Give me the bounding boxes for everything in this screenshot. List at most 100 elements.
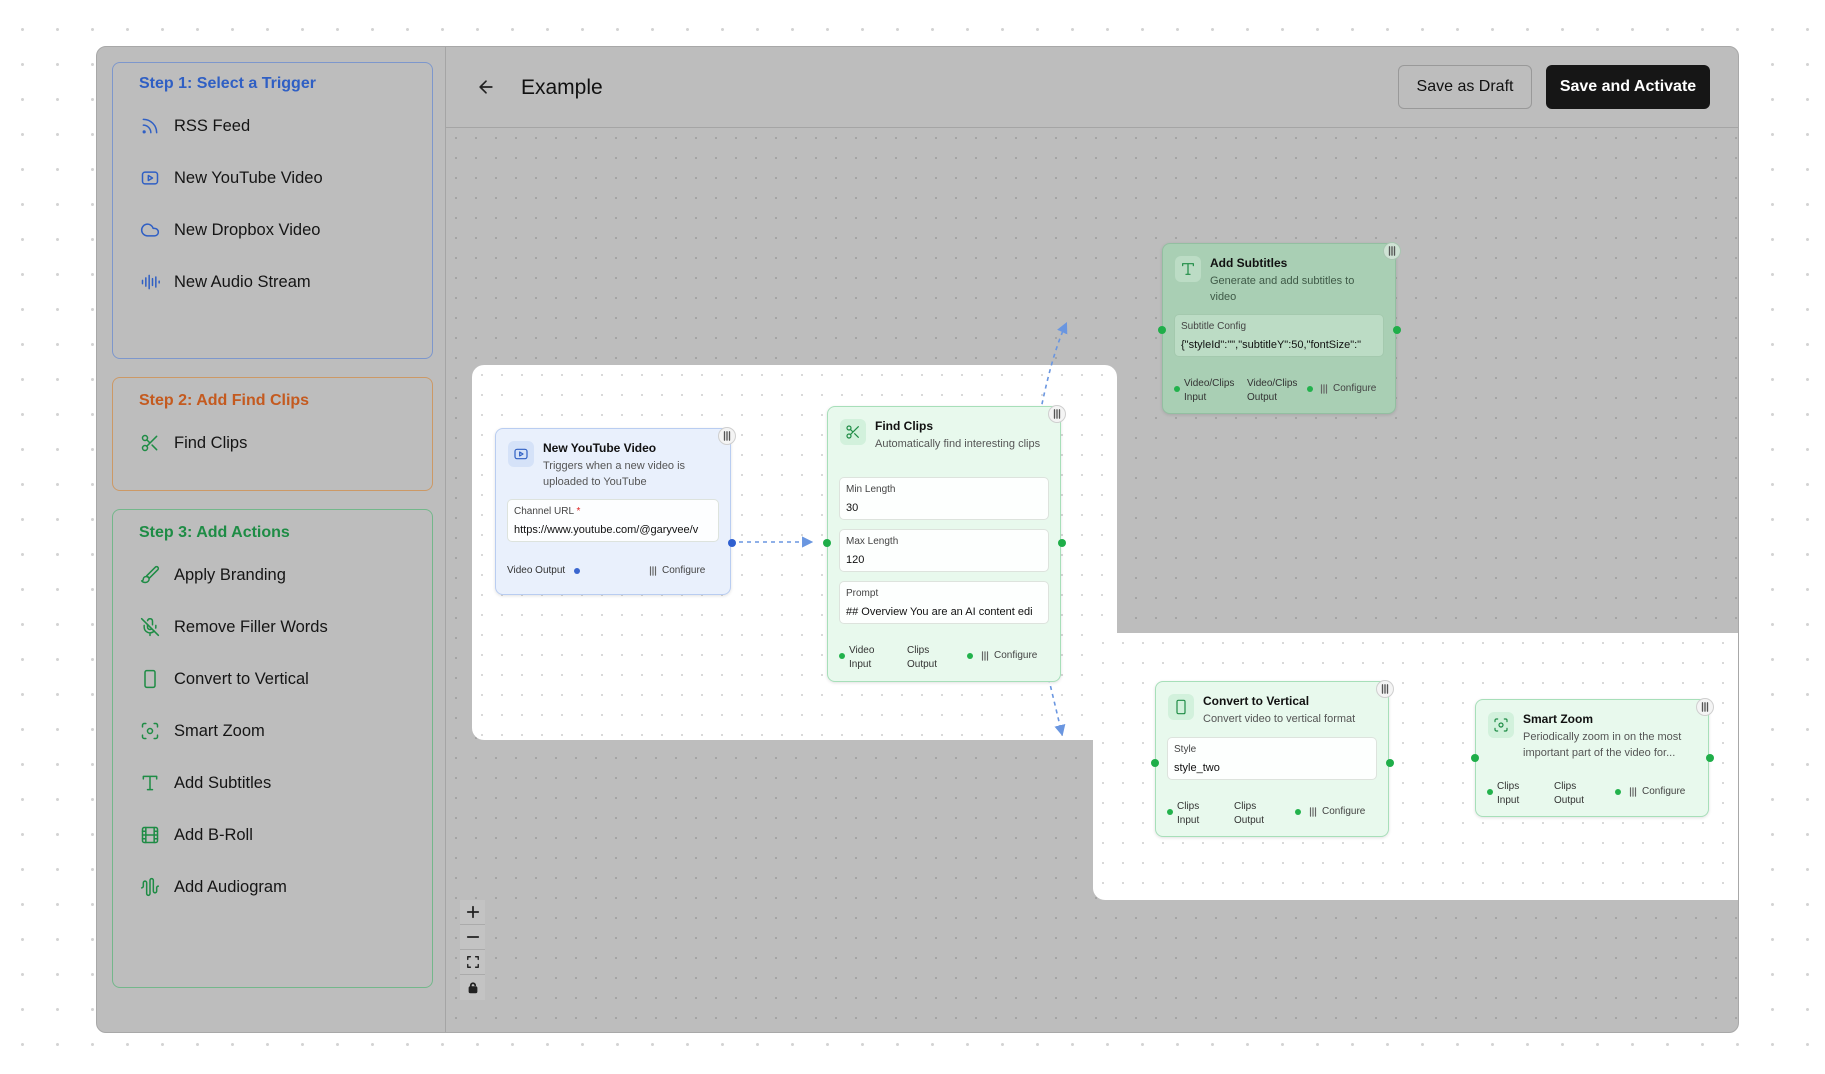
output-label: Clips Output bbox=[907, 645, 938, 670]
sidebar-item-add-b-roll[interactable]: Add B-Roll bbox=[139, 823, 253, 847]
settings-icon[interactable] bbox=[1376, 680, 1394, 698]
sidebar-item-add-audiogram[interactable]: Add Audiogram bbox=[139, 875, 287, 899]
save-draft-button[interactable]: Save as Draft bbox=[1398, 65, 1532, 109]
node-add-subtitles[interactable]: Add Subtitles Generate and add subtitles… bbox=[1158, 242, 1401, 414]
scissors-icon bbox=[840, 419, 866, 445]
output-dot bbox=[967, 653, 973, 659]
sidebar-item-label: New Dropbox Video bbox=[174, 220, 321, 239]
configure-label: Configure bbox=[994, 650, 1038, 661]
brush-icon bbox=[139, 564, 161, 586]
field-value: 30 bbox=[846, 502, 859, 514]
prompt-field[interactable]: Prompt ## Overview You are an AI content… bbox=[839, 581, 1049, 624]
sidebar-item-new-audio-stream[interactable]: New Audio Stream bbox=[139, 270, 311, 294]
configure-button[interactable]: Configure bbox=[1319, 383, 1376, 394]
sidebar-item-label: Find Clips bbox=[174, 433, 248, 452]
sidebar-item-label: Apply Branding bbox=[174, 565, 286, 584]
type-icon bbox=[1175, 256, 1201, 282]
rss-icon bbox=[139, 115, 161, 137]
field-label: Subtitle Config bbox=[1181, 321, 1247, 332]
field-label: Channel URL * bbox=[514, 506, 580, 517]
sidebar-item-add-subtitles[interactable]: Add Subtitles bbox=[139, 771, 271, 795]
field-value: https://www.youtube.com/@garyvee/v bbox=[514, 524, 699, 536]
fit-view-button[interactable] bbox=[460, 950, 485, 975]
output-handle[interactable] bbox=[1386, 759, 1394, 767]
style-field[interactable]: Style style_two bbox=[1167, 737, 1377, 780]
input-dot bbox=[1167, 809, 1173, 815]
sidebar-item-new-youtube-video[interactable]: New YouTube Video bbox=[139, 166, 323, 190]
output-handle[interactable] bbox=[1706, 754, 1714, 762]
node-description: Generate and add subtitles to video bbox=[1210, 275, 1355, 303]
zoom-out-button[interactable] bbox=[460, 925, 485, 950]
youtube-icon bbox=[508, 441, 534, 467]
step3-panel: Step 3: Add Actions Apply Branding Remov… bbox=[112, 509, 433, 988]
sidebar-item-label: Smart Zoom bbox=[174, 721, 265, 740]
node-convert-to-vertical[interactable]: Convert to Vertical Convert video to ver… bbox=[1151, 680, 1394, 837]
node-description: Automatically find interesting clips bbox=[875, 438, 1041, 450]
node-find-clips[interactable]: Find Clips Automatically find interestin… bbox=[823, 405, 1066, 682]
settings-icon[interactable] bbox=[1696, 698, 1714, 716]
node-title: Smart Zoom bbox=[1523, 712, 1594, 726]
focus-icon bbox=[139, 720, 161, 742]
cloud-icon bbox=[139, 219, 161, 241]
sidebar-item-convert-to-vertical[interactable]: Convert to Vertical bbox=[139, 667, 309, 691]
output-label: Clips Output bbox=[1554, 781, 1585, 806]
settings-icon[interactable] bbox=[1383, 242, 1401, 260]
sidebar-item-apply-branding[interactable]: Apply Branding bbox=[139, 563, 286, 587]
input-dot bbox=[839, 653, 845, 659]
input-handle[interactable] bbox=[823, 539, 831, 547]
sidebar-item-label: New YouTube Video bbox=[174, 168, 323, 187]
mic-off-icon bbox=[139, 616, 161, 638]
input-handle[interactable] bbox=[1471, 754, 1479, 762]
sliders-icon bbox=[1629, 786, 1637, 797]
configure-button[interactable]: Configure bbox=[1308, 806, 1365, 817]
sidebar-item-remove-filler-words[interactable]: Remove Filler Words bbox=[139, 615, 328, 639]
node-new-youtube-video[interactable]: New YouTube Video Triggers when a new vi… bbox=[495, 427, 736, 595]
zoom-in-button[interactable] bbox=[460, 900, 485, 925]
sidebar-item-label: New Audio Stream bbox=[174, 272, 311, 291]
node-description: Periodically zoom in on the most importa… bbox=[1523, 731, 1682, 759]
input-dot bbox=[1174, 386, 1180, 392]
configure-label: Configure bbox=[662, 565, 706, 576]
field-label: Min Length bbox=[846, 484, 896, 495]
sidebar-item-label: RSS Feed bbox=[174, 116, 251, 135]
node-description: Triggers when a new video is uploaded to… bbox=[543, 460, 686, 488]
input-label: Clips Input bbox=[1177, 801, 1200, 826]
lock-button[interactable] bbox=[460, 975, 485, 1000]
sidebar-item-new-dropbox-video[interactable]: New Dropbox Video bbox=[139, 218, 320, 242]
input-label: Clips Input bbox=[1497, 781, 1520, 806]
input-handle[interactable] bbox=[1158, 326, 1166, 334]
configure-label: Configure bbox=[1322, 806, 1366, 817]
field-value: {"styleId":"","subtitleY":50,"fontSize":… bbox=[1181, 339, 1362, 351]
max-length-field[interactable]: Max Length 120 bbox=[839, 529, 1049, 572]
node-title: Convert to Vertical bbox=[1203, 694, 1310, 708]
input-handle[interactable] bbox=[1151, 759, 1159, 767]
arrow-left-icon[interactable] bbox=[476, 77, 496, 97]
lock-icon bbox=[468, 981, 477, 993]
flow-canvas[interactable]: New YouTube Video Triggers when a new vi… bbox=[446, 128, 1738, 1032]
configure-button[interactable]: Configure bbox=[648, 565, 705, 576]
output-handle[interactable] bbox=[1058, 539, 1066, 547]
field-label: Prompt bbox=[846, 588, 879, 599]
settings-icon[interactable] bbox=[718, 427, 736, 445]
sidebar-item-label: Add Audiogram bbox=[174, 877, 287, 896]
minus-icon bbox=[466, 936, 479, 938]
output-dot bbox=[1295, 809, 1301, 815]
node-title: New YouTube Video bbox=[543, 441, 657, 455]
min-length-field[interactable]: Min Length 30 bbox=[839, 477, 1049, 520]
page-title: Example bbox=[521, 76, 603, 99]
input-label: Video/Clips Input bbox=[1184, 378, 1235, 403]
scissors-icon bbox=[139, 432, 161, 454]
node-smart-zoom[interactable]: Smart Zoom Periodically zoom in on the m… bbox=[1471, 698, 1714, 817]
channel-url-field[interactable]: Channel URL * https://www.youtube.com/@g… bbox=[507, 499, 719, 542]
configure-button[interactable]: Configure bbox=[980, 650, 1037, 661]
output-handle[interactable] bbox=[1393, 326, 1401, 334]
fullscreen-icon bbox=[466, 956, 479, 968]
sidebar-item-rss-feed[interactable]: RSS Feed bbox=[139, 114, 250, 138]
settings-icon[interactable] bbox=[1048, 405, 1066, 423]
sidebar-item-smart-zoom[interactable]: Smart Zoom bbox=[139, 719, 265, 743]
output-handle[interactable] bbox=[728, 539, 736, 547]
subtitle-config-field[interactable]: Subtitle Config {"styleId":"","subtitleY… bbox=[1174, 314, 1384, 357]
sidebar-item-find-clips[interactable]: Find Clips bbox=[139, 431, 247, 455]
configure-button[interactable]: Configure bbox=[1628, 786, 1685, 797]
save-activate-button[interactable]: Save and Activate bbox=[1546, 65, 1710, 109]
